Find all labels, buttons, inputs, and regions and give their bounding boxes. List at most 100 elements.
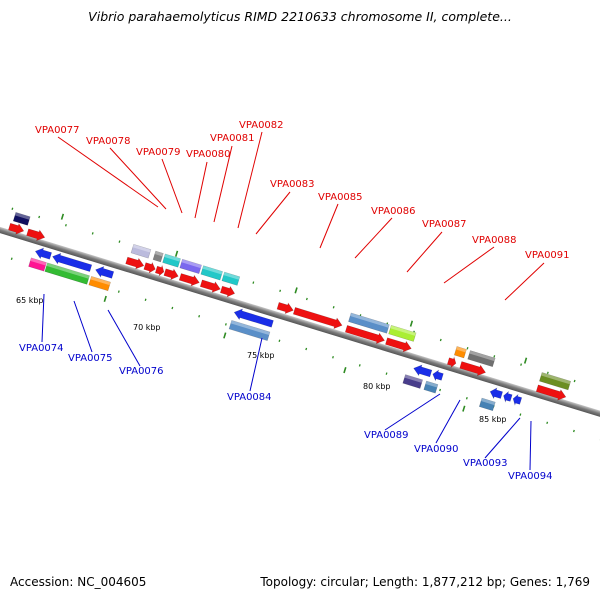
tick-mark xyxy=(224,323,227,326)
gene-feature xyxy=(489,387,503,400)
tick-mark xyxy=(103,295,107,302)
leader-line xyxy=(319,203,339,249)
gene-feature xyxy=(388,324,417,342)
tick-mark xyxy=(118,240,121,243)
gene-feature xyxy=(402,374,423,389)
gene-feature xyxy=(446,356,457,369)
tick-mark xyxy=(91,232,94,235)
tick-mark xyxy=(278,339,281,343)
gene-highlight xyxy=(350,312,390,328)
leader-line xyxy=(354,217,393,259)
gene-feature xyxy=(200,265,223,281)
gene-feature xyxy=(413,364,433,378)
kbp-label: 80 kbp xyxy=(363,382,391,391)
gene-feature xyxy=(478,397,496,412)
tick-mark xyxy=(198,314,201,318)
leader-line xyxy=(41,293,45,343)
tick-mark xyxy=(171,306,174,310)
gene-feature xyxy=(163,268,179,281)
gene-label-vpa0077: VPA0077 xyxy=(35,125,80,136)
leader-line xyxy=(435,399,461,444)
tick-mark xyxy=(223,332,227,339)
gene-label-vpa0079: VPA0079 xyxy=(136,147,181,158)
tick-mark xyxy=(465,396,468,400)
tick-mark xyxy=(439,388,442,392)
gene-highlight xyxy=(425,381,438,388)
gene-label-vpa0083: VPA0083 xyxy=(270,179,315,190)
tick-mark xyxy=(332,355,334,359)
gene-label-vpa0087: VPA0087 xyxy=(422,219,467,230)
tick-mark xyxy=(38,215,41,219)
tick-mark xyxy=(358,364,361,367)
gene-feature xyxy=(228,320,271,341)
tick-mark xyxy=(546,421,549,425)
gene-highlight xyxy=(14,212,31,220)
gene-feature xyxy=(539,372,572,391)
leader-line xyxy=(73,300,93,353)
gene-feature xyxy=(503,390,513,403)
gene-highlight xyxy=(46,262,90,279)
tick-mark xyxy=(11,207,14,211)
gene-label-vpa0091: VPA0091 xyxy=(525,250,570,261)
gene-highlight xyxy=(390,325,417,336)
gene-highlight xyxy=(154,251,164,257)
tick-mark xyxy=(439,338,442,342)
gene-highlight xyxy=(181,259,202,269)
gene-highlight xyxy=(90,276,111,286)
tick-mark xyxy=(279,289,282,293)
gene-highlight xyxy=(456,346,467,353)
tick-mark xyxy=(520,363,523,366)
tick-mark xyxy=(519,413,522,416)
tick-mark xyxy=(294,287,298,294)
leader-line xyxy=(255,191,291,235)
gene-label-vpa0075: VPA0075 xyxy=(68,353,113,364)
gene-highlight xyxy=(481,398,496,406)
gene-highlight xyxy=(164,253,181,262)
gene-label-vpa0081: VPA0081 xyxy=(210,133,255,144)
tick-mark xyxy=(523,357,528,364)
kbp-label: 85 kbp xyxy=(479,415,507,424)
gene-feature xyxy=(8,222,25,235)
gene-feature xyxy=(152,250,164,263)
tick-mark xyxy=(343,367,347,374)
kbp-label: 70 kbp xyxy=(133,323,161,332)
gene-highlight xyxy=(541,372,571,385)
leader-line xyxy=(161,158,183,214)
gene-label-vpa0089: VPA0089 xyxy=(364,430,409,441)
tick-mark xyxy=(409,320,414,327)
gene-feature xyxy=(276,302,294,315)
gene-label-vpa0088: VPA0088 xyxy=(472,235,517,246)
gene-feature xyxy=(95,266,115,279)
gene-feature xyxy=(52,252,93,272)
gene-feature xyxy=(348,312,390,334)
tick-mark xyxy=(65,223,67,227)
gene-feature xyxy=(199,279,221,293)
leader-line xyxy=(529,420,532,471)
genome-info-text: Topology: circular; Length: 1,877,212 bp… xyxy=(260,575,590,589)
gene-label-vpa0078: VPA0078 xyxy=(86,136,131,147)
leader-line xyxy=(107,309,141,367)
gene-label-vpa0076: VPA0076 xyxy=(119,366,164,377)
tick-mark xyxy=(573,379,576,383)
leader-line xyxy=(194,161,208,219)
genome-track xyxy=(0,207,600,441)
label-leader-lines xyxy=(41,131,545,471)
tick-mark xyxy=(493,355,496,358)
accession-text: Accession: NC_004605 xyxy=(10,575,147,589)
gene-feature xyxy=(143,261,156,274)
gene-feature xyxy=(423,380,439,394)
gene-feature xyxy=(179,258,202,274)
gene-feature xyxy=(467,350,496,368)
gene-feature xyxy=(130,243,152,259)
gene-label-vpa0090: VPA0090 xyxy=(414,444,459,455)
tick-mark xyxy=(60,213,65,220)
tick-mark xyxy=(332,305,335,309)
gene-label-vpa0074: VPA0074 xyxy=(19,343,64,354)
tick-mark xyxy=(305,347,308,351)
leader-line xyxy=(384,393,441,431)
gene-label-vpa0084: VPA0084 xyxy=(227,392,272,403)
gene-feature xyxy=(178,273,200,287)
tick-mark xyxy=(144,298,147,302)
gene-label-vpa0086: VPA0086 xyxy=(371,206,416,217)
